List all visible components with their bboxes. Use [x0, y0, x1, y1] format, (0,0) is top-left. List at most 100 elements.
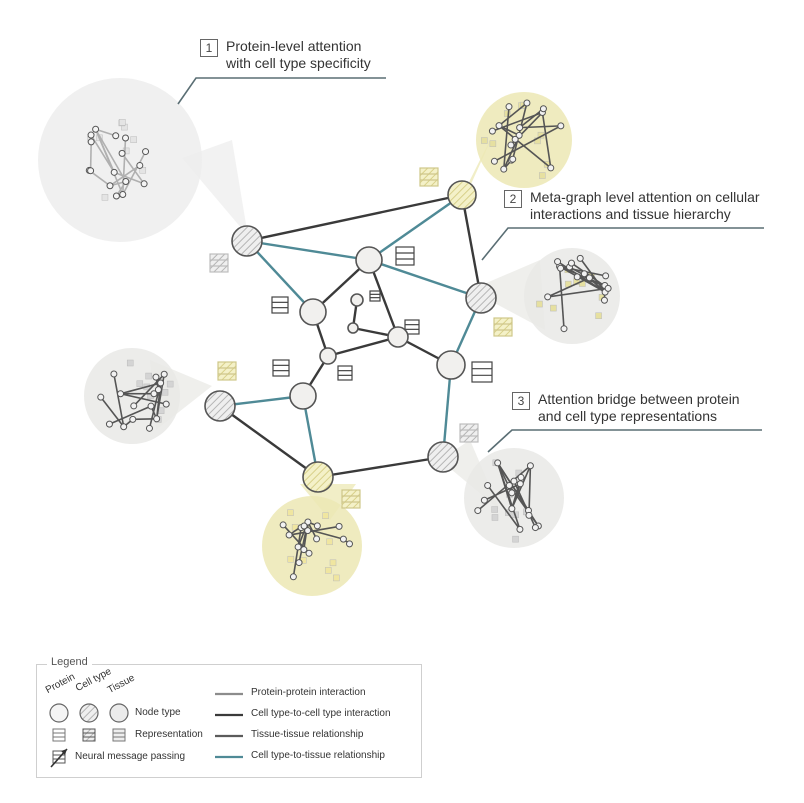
mini-node	[143, 149, 149, 155]
mini-node	[526, 512, 532, 518]
mini-rep	[146, 373, 152, 379]
mini-node	[151, 391, 157, 397]
callout-number-3: 3	[512, 392, 530, 410]
callout-line-2	[482, 228, 764, 260]
tissue-node-swatch	[110, 704, 128, 722]
rep-box	[218, 362, 236, 380]
rep-cell	[218, 362, 236, 380]
mini-node	[561, 326, 567, 332]
meta-edge	[328, 337, 398, 356]
mini-node	[524, 100, 530, 106]
mini-node	[509, 506, 515, 512]
mini-node	[603, 273, 609, 279]
rep-box	[210, 254, 228, 272]
cell-type-node-swatch	[80, 704, 98, 722]
mini-node	[532, 525, 538, 531]
mini-node	[119, 150, 125, 156]
mini-rep	[330, 560, 336, 566]
mini-rep	[167, 381, 173, 387]
callout-2: 2 Meta-graph level attention on cellular…	[504, 189, 760, 223]
mini-node	[347, 541, 353, 547]
mini-node	[98, 394, 104, 400]
mini-node	[286, 532, 292, 538]
mini-rep	[325, 567, 331, 573]
message-passing-icon	[51, 749, 67, 767]
mini-rep	[287, 510, 293, 516]
bubble-top-left	[38, 78, 202, 242]
mini-node	[163, 401, 169, 407]
mini-node	[555, 259, 561, 265]
mini-node	[581, 271, 587, 277]
mini-node	[336, 523, 342, 529]
tissue-node	[388, 327, 408, 347]
mini-node	[605, 285, 611, 291]
meta-edge	[220, 406, 318, 477]
rep-box	[342, 490, 360, 508]
mini-node	[540, 106, 546, 112]
mini-node	[314, 536, 320, 542]
mini-node	[558, 123, 564, 129]
mini-node	[290, 574, 296, 580]
cell-type-node	[448, 181, 476, 209]
rep-box	[272, 297, 288, 313]
legend-edge-protein-protein: Protein-protein interaction	[251, 687, 366, 698]
callout-line-1	[178, 78, 386, 104]
mini-node	[296, 560, 302, 566]
mini-node	[512, 136, 518, 142]
callout-1: 1 Protein-level attention with cell type…	[200, 38, 371, 72]
mini-node	[509, 490, 515, 496]
mini-node	[130, 416, 136, 422]
callout-3-line-1: Attention bridge between protein	[538, 391, 740, 408]
tissue-node	[348, 323, 358, 333]
mini-node	[93, 126, 99, 132]
cell-type-node	[428, 442, 458, 472]
mini-node	[306, 550, 312, 556]
mini-node	[517, 481, 523, 487]
mini-node	[601, 297, 607, 303]
mini-rep	[333, 575, 339, 581]
mini-node	[495, 460, 501, 466]
mini-rep	[127, 360, 133, 366]
cell-type-node	[303, 462, 333, 492]
meta-edge	[369, 260, 481, 298]
callout-3: 3 Attention bridge between protein and c…	[512, 391, 740, 425]
legend-box: Legend Protein Cell type Tissue Node typ…	[36, 664, 422, 778]
mini-node	[314, 523, 320, 529]
cell-type-node	[466, 283, 496, 313]
mini-node	[88, 132, 94, 138]
mini-node	[517, 125, 523, 131]
mini-node	[88, 168, 94, 174]
callout-text-1: Protein-level attention with cell type s…	[226, 38, 371, 72]
mini-node	[158, 380, 164, 386]
tissue-node	[320, 348, 336, 364]
mini-node	[141, 181, 147, 187]
mini-node	[301, 523, 307, 529]
mini-node	[121, 424, 127, 430]
mini-node	[508, 142, 514, 148]
rep-tissue	[273, 360, 289, 376]
mini-node	[518, 474, 524, 480]
rep-box	[273, 360, 289, 376]
legend-edge-cell-tissue: Cell type-to-tissue relationship	[251, 750, 385, 761]
protein-node-swatch	[50, 704, 68, 722]
cell-type-node	[232, 226, 262, 256]
rep-cell	[460, 424, 478, 442]
mini-node	[475, 508, 481, 514]
callout-text-2: Meta-graph level attention on cellular i…	[530, 189, 760, 223]
mini-edge	[133, 419, 157, 420]
legend-row-representation: Representation	[135, 729, 203, 740]
mini-node	[501, 166, 507, 172]
mini-node	[517, 526, 523, 532]
mini-node	[123, 179, 129, 185]
cell-type-rep-swatch	[83, 729, 95, 741]
rep-box	[338, 366, 352, 380]
mini-rep	[323, 513, 329, 519]
mini-rep	[550, 305, 556, 311]
meta-edge	[247, 241, 369, 260]
callout-2-line-2: interactions and tissue hierarchy	[530, 206, 760, 223]
tissue-node	[300, 299, 326, 325]
mini-rep	[492, 507, 498, 513]
mini-node	[558, 265, 564, 271]
rep-box	[420, 168, 438, 186]
zoom-bubbles	[38, 78, 620, 596]
